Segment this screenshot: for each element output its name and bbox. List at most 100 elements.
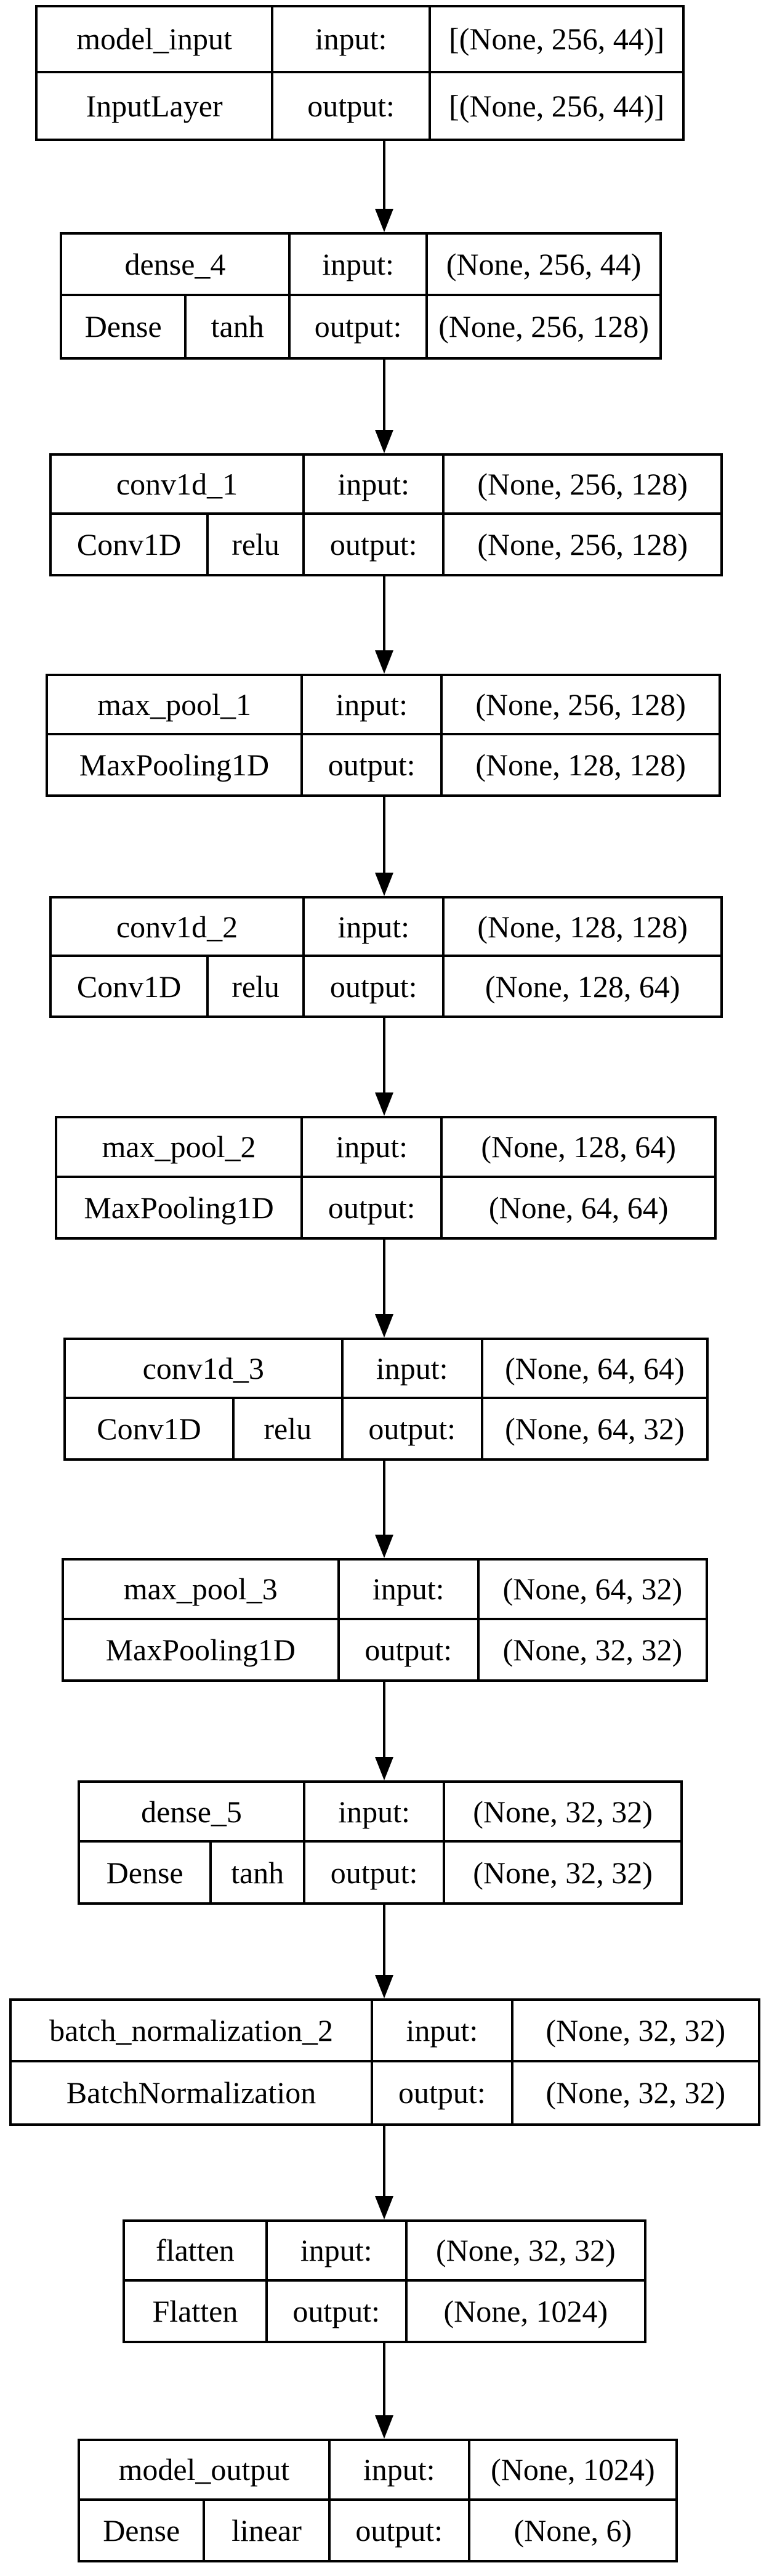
layer-top-row: model_output input:(None, 1024) [80, 2441, 675, 2501]
input-shape: (None, 64, 64) [480, 1340, 706, 1397]
layer-node: model_output input:(None, 1024) Dense linea… [78, 2439, 678, 2562]
arrow-line [383, 141, 385, 214]
layer-name: max_pool_1 [97, 687, 251, 722]
input-label: input: [340, 1340, 481, 1397]
layer-bottom-row: InputLayer output:[(None, 256, 44)] [38, 73, 682, 139]
arrow-line [383, 1682, 385, 1762]
output-shape: (None, 6) [467, 2500, 675, 2560]
activation: relu [232, 1399, 341, 1458]
input-shape: (None, 128, 128) [442, 898, 720, 955]
layer-class: InputLayer [86, 88, 223, 123]
input-shape: (None, 1024) [467, 2441, 675, 2498]
arrow-head-icon [375, 2196, 393, 2219]
output-shape: (None, 256, 128) [442, 515, 720, 574]
activation: tanh [209, 1843, 303, 1902]
activation: tanh [184, 296, 288, 357]
input-shape: (None, 32, 32) [510, 2001, 758, 2060]
arrow-line [383, 360, 385, 435]
layer-name: conv1d_2 [116, 909, 238, 944]
layer-class: Dense [106, 1855, 183, 1890]
arrow-line [383, 1018, 385, 1097]
output-shape: (None, 64, 32) [480, 1399, 706, 1458]
output-label: output: [302, 957, 442, 1015]
output-label: output: [328, 2500, 468, 2560]
layer-class: Flatten [152, 2293, 238, 2328]
input-label: input: [300, 676, 440, 733]
layer-top-row: conv1d_1 input:(None, 256, 128) [52, 456, 720, 515]
input-label: input: [302, 456, 442, 512]
activation: relu [206, 957, 302, 1015]
output-label: output: [300, 735, 440, 794]
activation: relu [206, 515, 302, 574]
input-shape: (None, 32, 32) [443, 1783, 680, 1840]
activation: linear [203, 2500, 328, 2560]
input-label: input: [271, 7, 429, 71]
output-label: output: [288, 296, 425, 357]
layer-class: MaxPooling1D [79, 748, 270, 782]
layer-name: conv1d_1 [116, 467, 238, 501]
input-shape: (None, 256, 128) [442, 456, 720, 512]
output-label: output: [265, 2281, 405, 2341]
layer-class: MaxPooling1D [84, 1190, 274, 1225]
input-label: input: [337, 1561, 477, 1618]
layer-class: MaxPooling1D [105, 1632, 296, 1667]
arrow-head-icon [375, 1975, 393, 1998]
arrow-head-icon [375, 873, 393, 896]
layer-class: Dense [103, 2513, 180, 2548]
input-label: input: [300, 1118, 440, 1176]
arrow-head-icon [375, 1314, 393, 1338]
output-shape: (None, 64, 64) [440, 1177, 714, 1237]
arrow-line [383, 2126, 385, 2201]
output-label: output: [303, 1843, 443, 1902]
arrow-head-icon [375, 1535, 393, 1558]
arrow-line [383, 797, 385, 878]
layer-class: Conv1D [97, 1411, 201, 1446]
arrow-line [383, 1905, 385, 1980]
arrow-head-icon [375, 209, 393, 232]
output-label: output: [340, 1399, 481, 1458]
layer-class: Dense [84, 309, 162, 344]
output-label: output: [302, 515, 442, 574]
layer-class: Conv1D [76, 969, 182, 1004]
output-shape: (None, 128, 64) [442, 957, 720, 1015]
layer-top-row: max_pool_1 input:(None, 256, 128) [48, 676, 719, 735]
input-shape: (None, 256, 128) [440, 676, 719, 733]
input-shape: (None, 32, 32) [405, 2222, 644, 2279]
layer-name: conv1d_3 [142, 1351, 264, 1386]
arrow-line [383, 576, 385, 655]
output-label: output: [271, 73, 429, 139]
input-label: input: [328, 2441, 468, 2498]
input-shape: (None, 256, 44) [425, 235, 659, 294]
input-shape: [(None, 256, 44)] [429, 7, 682, 71]
arrow-head-icon [375, 650, 393, 674]
output-shape: [(None, 256, 44)] [429, 73, 682, 139]
input-label: input: [265, 2222, 405, 2279]
layer-name: model_output [118, 2452, 290, 2487]
output-shape: (None, 256, 128) [425, 296, 659, 357]
output-label: output: [371, 2062, 511, 2123]
output-label: output: [337, 1620, 477, 1679]
layer-class: BatchNormalization [66, 2075, 316, 2110]
layer-name: model_input [76, 22, 232, 57]
layer-name: dense_5 [141, 1794, 242, 1829]
layer-top-row: model_input input:[(None, 256, 44)] [38, 7, 682, 73]
